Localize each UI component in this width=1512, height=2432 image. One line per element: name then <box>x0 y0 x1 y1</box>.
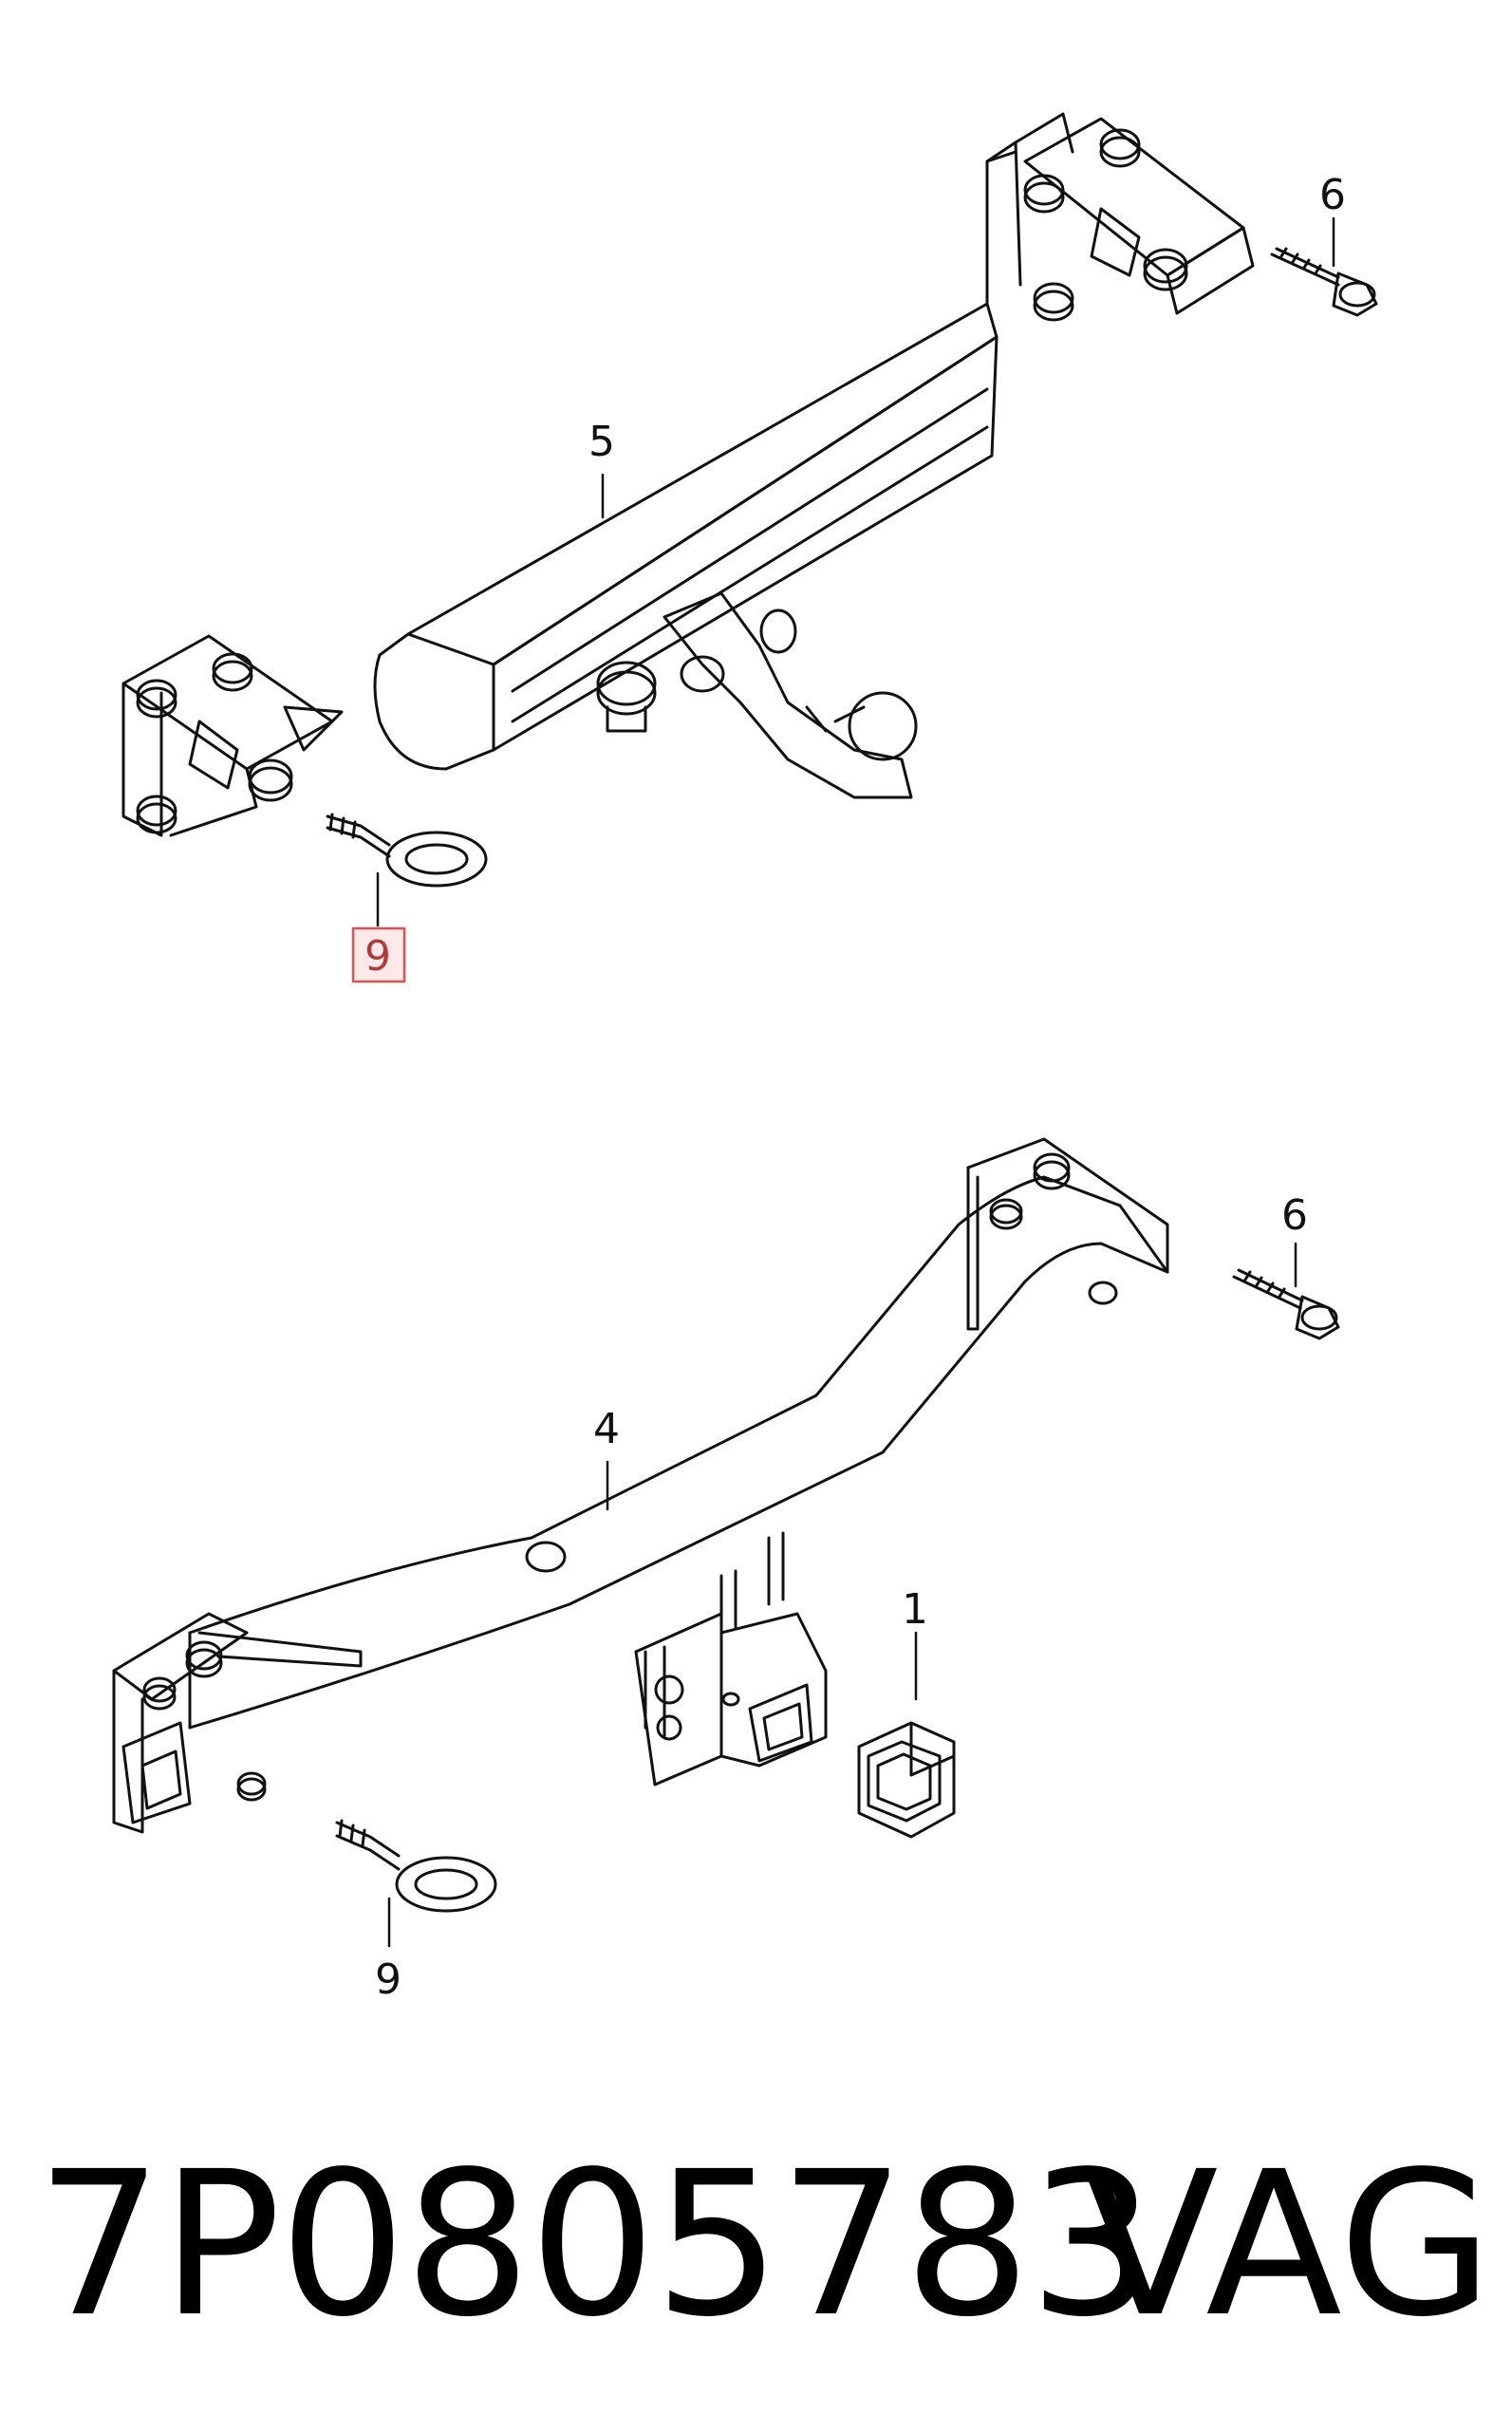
upper-bolt <box>1270 216 1378 317</box>
label-5: 5 <box>588 418 615 466</box>
lower-cross-beam <box>188 1137 1169 1730</box>
label-4: 4 <box>593 1405 620 1453</box>
label-9-lower: 9 <box>375 1955 401 2004</box>
label-9-highlighted[interactable]: 9 <box>364 932 391 981</box>
upper-left-mount-plate <box>121 634 344 837</box>
upper-right-mount-plate <box>1023 117 1255 322</box>
upper-towing-eye <box>326 813 488 927</box>
lower-towing-eye <box>335 1819 497 1948</box>
brand-name: VAG <box>1082 2128 1493 2361</box>
upper-cross-beam <box>373 112 1074 771</box>
lower-left-mount <box>112 1612 267 1834</box>
upper-tow-bar-assembly <box>121 112 1378 927</box>
label-6-upper: 6 <box>1319 171 1346 219</box>
part-number: 7P0805783 <box>36 2128 1156 2361</box>
lower-cap <box>857 1631 956 1839</box>
label-6-lower: 6 <box>1281 1191 1308 1240</box>
label-1: 1 <box>902 1585 928 1634</box>
upper-ball-coupling <box>596 591 918 799</box>
lower-receiver-hitch <box>525 1531 828 1787</box>
lower-tow-bar-assembly <box>112 1137 1340 1948</box>
lower-bolt <box>1232 1242 1340 1340</box>
highlight-box-9[interactable] <box>351 926 406 983</box>
